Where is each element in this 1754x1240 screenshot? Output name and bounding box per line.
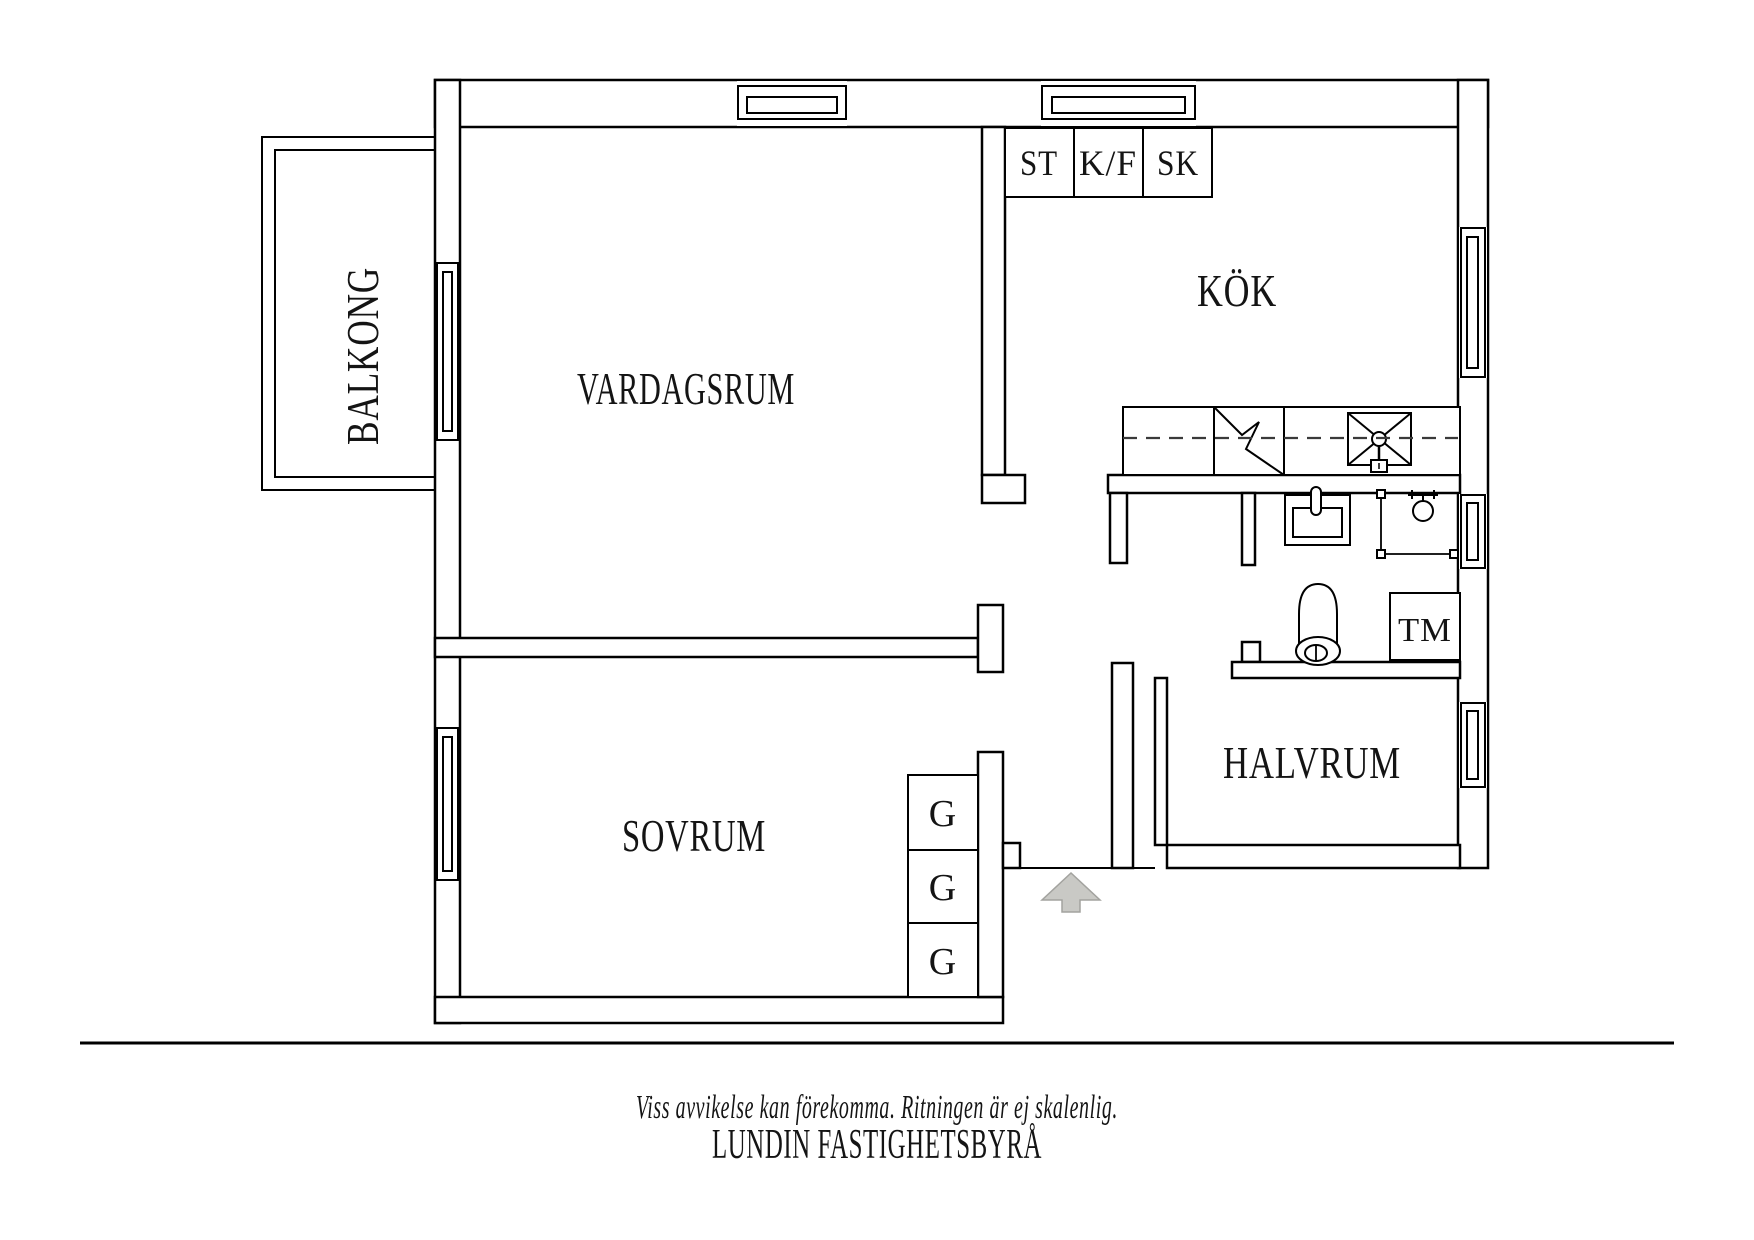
cabinet-st-box — [1004, 127, 1075, 198]
wardrobe-label: G — [929, 941, 957, 983]
room-label-bedroom: SOVRUM — [622, 810, 766, 861]
footer-disclaimer: Viss avvikelse kan förekomma. Ritningen … — [636, 1089, 1118, 1126]
wardrobe-label: G — [929, 793, 957, 835]
window-icon-livingroom-top — [737, 81, 847, 126]
cabinet-kf-box — [1073, 127, 1144, 198]
shower-icon — [1376, 489, 1459, 559]
kitchen-counter — [1122, 406, 1461, 476]
footer-brand: LUNDIN FASTIGHETSBYRÅ — [712, 1122, 1042, 1168]
room-label-livingroom: VARDAGSRUM — [577, 363, 795, 414]
room-label-kitchen: KÖK — [1197, 265, 1277, 316]
washbasin-icon — [1284, 486, 1351, 546]
window-icon-bedroom-left — [436, 727, 459, 881]
wardrobe-label: G — [929, 867, 957, 909]
walls — [433, 78, 1490, 1025]
kitchen-tall-cabinets: ST K/F SK — [1004, 127, 1213, 198]
washing-machine-box — [1389, 592, 1461, 661]
stove-icon — [1213, 406, 1285, 476]
entrance-arrow-icon — [1040, 871, 1102, 913]
wardrobes: G G G — [907, 774, 979, 998]
window-icon-halfroom-right — [1459, 702, 1487, 788]
wardrobe-box — [907, 922, 979, 998]
washing-machine-label: TM — [1398, 612, 1452, 649]
cabinet-st-label: ST — [1020, 143, 1058, 183]
window-icon-kitchen-right — [1459, 227, 1487, 378]
room-label-balcony: BALKONG — [337, 267, 388, 445]
cabinet-kf-label: K/F — [1079, 143, 1137, 183]
washing-machine: TM — [1389, 592, 1461, 661]
sink-icon — [1347, 412, 1412, 473]
cabinet-sk-label: SK — [1157, 143, 1199, 183]
cabinet-sk-box — [1142, 127, 1213, 198]
room-label-halfroom: HALVRUM — [1223, 737, 1401, 788]
window-icon-bath-right — [1459, 494, 1487, 569]
window-icon-balcony-door — [436, 262, 459, 441]
toilet-icon — [1295, 582, 1341, 666]
window-icon-kitchen-top — [1041, 81, 1196, 126]
